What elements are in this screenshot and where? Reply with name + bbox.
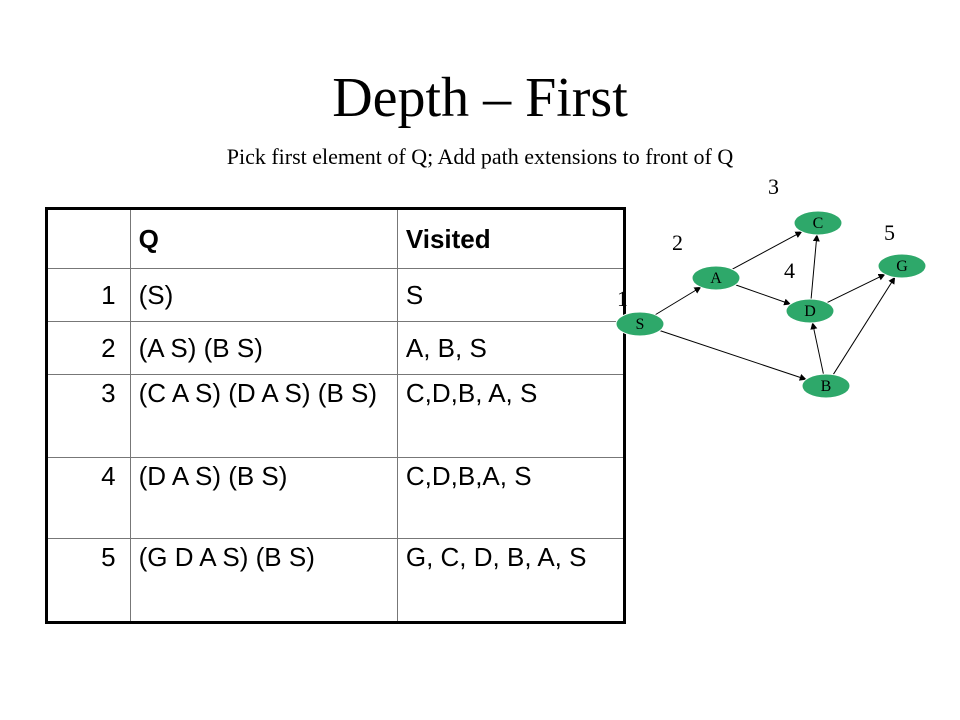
node-label: B — [821, 378, 832, 395]
queue-cell: (G D A S) (B S) — [129, 538, 398, 623]
step-label: 1 — [617, 286, 628, 311]
step-label: 5 — [884, 220, 895, 245]
step-number: 5 — [46, 538, 131, 623]
node-shape — [801, 373, 851, 399]
step-labels: 1 2 3 4 5 — [617, 174, 895, 311]
table-row: 5 (G D A S) (B S) G, C, D, B, A, S — [46, 538, 626, 623]
step-number: 4 — [46, 457, 131, 539]
header-q: Q — [129, 208, 398, 269]
table-row: 4 (D A S) (B S) C,D,B,A, S — [46, 457, 626, 539]
graph-node-b: B — [801, 373, 851, 399]
step-number: 1 — [46, 268, 131, 322]
slide-title: Depth – First — [332, 67, 628, 129]
graph-node-a: A — [691, 265, 741, 291]
graph-node-g: G — [877, 253, 927, 279]
graph-edges — [655, 231, 896, 381]
search-graph: S A C D G B 1 2 3 4 5 — [615, 174, 927, 399]
graph-node-d: D — [785, 298, 835, 324]
node-shape — [691, 265, 741, 291]
edge-b-d — [810, 322, 824, 375]
graph-node-s: S — [615, 311, 665, 337]
queue-cell: (A S) (B S) — [129, 321, 398, 375]
visited-cell: G, C, D, B, A, S — [396, 538, 626, 623]
graph-node-c: C — [793, 210, 843, 236]
edge-d-g — [826, 273, 886, 304]
visited-cell: C,D,B, A, S — [396, 374, 626, 458]
queue-cell: (S) — [129, 268, 398, 322]
table-row: 2 (A S) (B S) A, B, S — [46, 321, 626, 375]
visited-cell: S — [396, 268, 626, 322]
header-step — [46, 208, 131, 269]
step-label: 4 — [784, 258, 795, 283]
node-shape — [793, 210, 843, 236]
step-number: 3 — [46, 374, 131, 458]
slide-subtitle: Pick first element of Q; Add path extens… — [226, 144, 734, 169]
edge-b-g — [832, 276, 896, 375]
graph-nodes: S A C D G B — [615, 210, 927, 399]
visited-cell: A, B, S — [396, 321, 626, 375]
queue-cell: (C A S) (D A S) (B S) — [129, 374, 398, 458]
node-label: S — [636, 316, 645, 333]
edge-s-a — [655, 286, 702, 316]
dfs-trace-table: Q Visited 1 (S) S 2 (A S) (B S) A, B, S … — [45, 207, 626, 624]
node-shape — [615, 311, 665, 337]
header-visited: Visited — [396, 208, 626, 269]
node-label: A — [710, 270, 722, 287]
step-label: 2 — [672, 230, 683, 255]
edge-s-b — [659, 330, 807, 381]
node-shape — [877, 253, 927, 279]
queue-cell: (D A S) (B S) — [129, 457, 398, 539]
step-label: 3 — [768, 174, 779, 199]
table-row: 1 (S) S — [46, 268, 626, 322]
node-label: D — [804, 303, 816, 320]
node-label: C — [813, 215, 824, 232]
step-number: 2 — [46, 321, 131, 375]
node-shape — [785, 298, 835, 324]
edge-a-d — [735, 284, 792, 306]
visited-cell: C,D,B,A, S — [396, 457, 626, 539]
table-header-row: Q Visited — [46, 208, 626, 269]
edge-d-c — [810, 234, 820, 300]
node-label: G — [896, 258, 908, 275]
edge-a-c — [732, 231, 803, 270]
table-row: 3 (C A S) (D A S) (B S) C,D,B, A, S — [46, 374, 626, 458]
